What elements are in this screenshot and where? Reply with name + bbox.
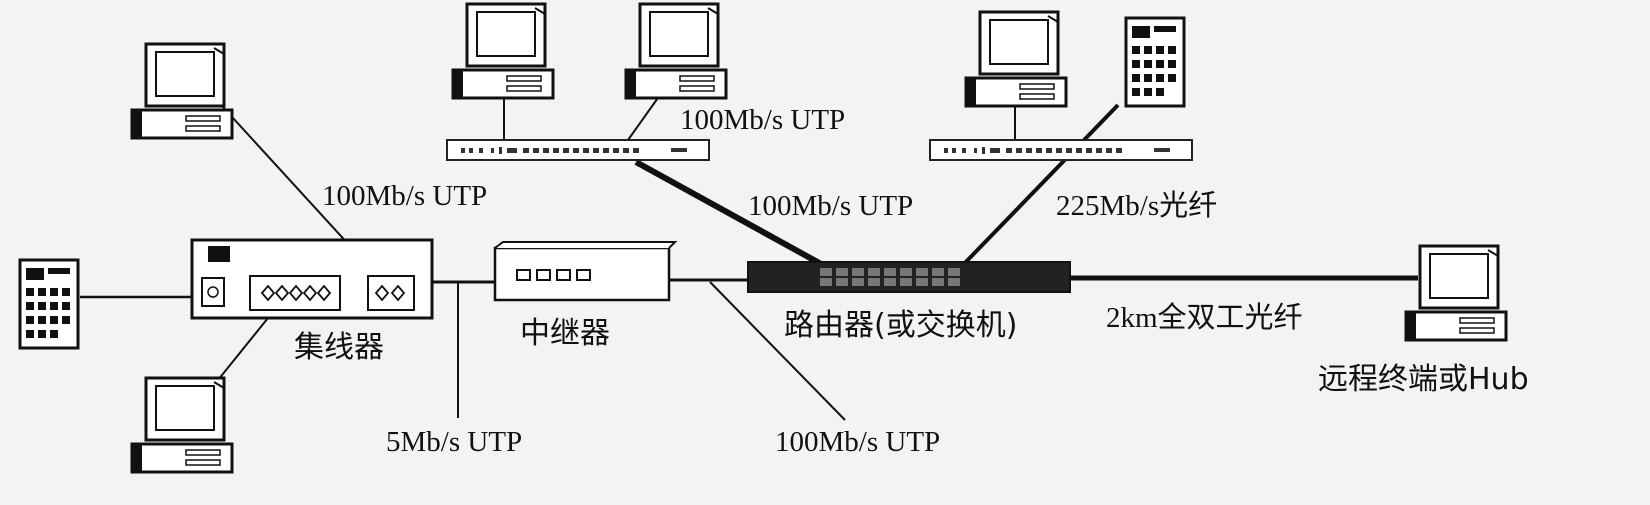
- label-fiber-225: 225Mb/s光纤: [1056, 189, 1217, 222]
- link-bottom-pc-to-hub: [217, 317, 269, 381]
- connection-lines: [80, 94, 1418, 421]
- workstation-icon: [130, 42, 234, 140]
- label-utp-100-switch-top: 100Mb/s UTP: [680, 104, 845, 136]
- label-utp-100-router-link: 100Mb/s UTP: [748, 190, 913, 222]
- repeater-icon: [493, 241, 678, 302]
- label-remote-terminal: 远程终端或Hub: [1318, 362, 1529, 397]
- label-utp-5: 5Mb/s UTP: [386, 426, 522, 458]
- hub-icon: [190, 238, 434, 320]
- link-fiber-225: [958, 103, 1120, 270]
- workstation-icon: [624, 2, 728, 100]
- link-100mb-bottom-drop: [709, 281, 846, 421]
- router-icon: [747, 261, 1071, 293]
- label-utp-100-bottom: 100Mb/s UTP: [775, 426, 940, 458]
- workstation-icon: [451, 2, 555, 100]
- label-utp-100-hub: 100Mb/s UTP: [322, 180, 487, 212]
- workstation-icon: [964, 10, 1068, 108]
- switch-icon: [929, 139, 1193, 161]
- label-fiber-2km: 2km全双工光纤: [1106, 301, 1303, 334]
- workstation-icon: [130, 376, 234, 474]
- label-repeater: 中继器: [520, 316, 610, 351]
- switch-icon: [446, 139, 710, 161]
- link-pc2-to-switch: [627, 94, 661, 141]
- remote-terminal-icon: [1404, 244, 1508, 342]
- label-router: 路由器(或交换机): [784, 308, 1017, 343]
- server-tower-icon: [1124, 16, 1186, 108]
- server-tower-icon: [18, 258, 80, 350]
- link-switch-to-router: [634, 159, 834, 273]
- label-hub: 集线器: [294, 330, 384, 365]
